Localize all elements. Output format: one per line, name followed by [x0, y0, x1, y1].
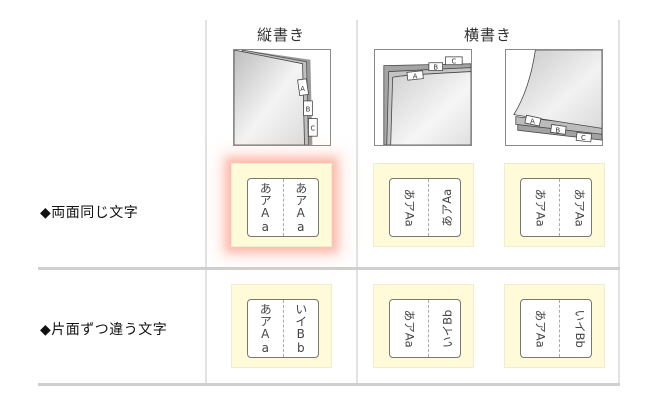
- label-card: あアAa いイBb: [520, 299, 592, 358]
- horizontal-bottom-binder-icon: A B C: [513, 50, 602, 143]
- label-card: あアAa いイBb: [247, 299, 319, 358]
- vertical-binder-illustration: A B C: [233, 49, 331, 146]
- column-heading-vertical: 縦書き: [256, 26, 305, 44]
- option-horizontal-bottom-different[interactable]: あアAa いイBb: [504, 284, 605, 368]
- svg-text:C: C: [310, 124, 315, 132]
- label-page-left: あアAa: [533, 188, 548, 227]
- label-page-right: あアAa: [282, 179, 319, 236]
- svg-text:C: C: [581, 134, 586, 142]
- column-divider-1: [205, 20, 207, 385]
- label-page-right: あアAa: [427, 179, 467, 236]
- label-page-left: あアAa: [533, 309, 548, 348]
- svg-text:B: B: [433, 64, 438, 72]
- svg-text:A: A: [530, 117, 535, 125]
- svg-text:A: A: [413, 72, 418, 80]
- table-bottom-border: [38, 383, 620, 386]
- row-label-same-both-sides: ◆両面同じ文字: [40, 205, 139, 221]
- label-page-right: いイBb: [282, 300, 319, 357]
- horizontal-top-binder-illustration: A B C: [374, 49, 472, 146]
- option-horizontal-top-different[interactable]: あアAa いイBb: [373, 284, 474, 368]
- row-divider: [38, 267, 620, 270]
- label-page-left: あアAa: [402, 188, 417, 227]
- horizontal-bottom-binder-illustration: A B C: [505, 49, 603, 146]
- vertical-binder-icon: A B C: [234, 50, 318, 145]
- svg-text:B: B: [556, 126, 561, 134]
- column-divider-3: [618, 20, 620, 385]
- horizontal-top-binder-icon: A B C: [383, 56, 471, 145]
- option-horizontal-top-same[interactable]: あアAa あアAa: [373, 163, 474, 247]
- label-page-left: あアAa: [402, 309, 417, 348]
- label-card: あアAa あアAa: [520, 178, 592, 237]
- svg-text:C: C: [451, 58, 456, 66]
- label-page-left: あアAa: [258, 302, 273, 355]
- label-page-right: あアAa: [558, 179, 598, 236]
- label-card: あアAa あアAa: [389, 178, 461, 237]
- svg-text:B: B: [306, 106, 311, 114]
- column-divider-2: [356, 20, 358, 385]
- label-card: あアAa いイBb: [389, 299, 461, 358]
- option-vertical-different[interactable]: あアAa いイBb: [231, 284, 332, 368]
- svg-text:A: A: [300, 85, 305, 93]
- label-page-left: あアAa: [258, 181, 273, 234]
- option-horizontal-bottom-same[interactable]: あアAa あアAa: [504, 163, 605, 247]
- label-card: あアAa あアAa: [247, 178, 319, 237]
- label-page-right: いイBb: [558, 300, 598, 357]
- option-vertical-same[interactable]: あアAa あアAa: [231, 163, 332, 247]
- column-heading-horizontal: 横書き: [463, 26, 512, 44]
- row-label-different-each-side: ◆片面ずつ違う文字: [40, 322, 168, 338]
- label-page-right: いイBb: [427, 300, 467, 357]
